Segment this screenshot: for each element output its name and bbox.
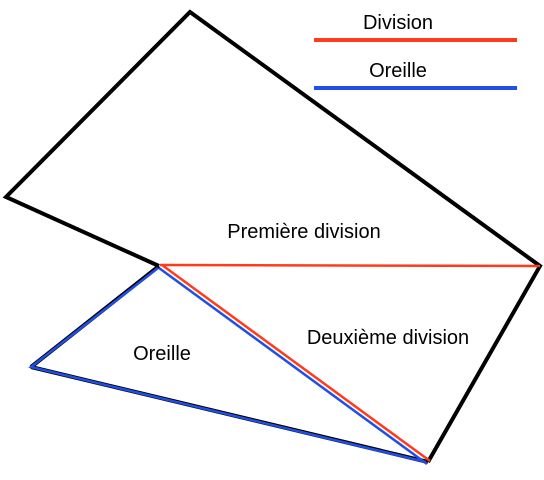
first-division-line xyxy=(159,263,541,268)
label-second-division: Deuxième division xyxy=(307,327,469,349)
ear-edges xyxy=(28,267,427,464)
legend: Division Oreille xyxy=(314,12,517,90)
label-ear: Oreille xyxy=(133,343,191,365)
ear-diagonal-edge xyxy=(158,266,428,466)
outline-upper xyxy=(2,9,543,463)
label-first-division: Première division xyxy=(227,221,380,243)
legend-label-division: Division xyxy=(363,12,433,34)
second-division-line xyxy=(161,263,431,463)
ear-outline xyxy=(28,266,428,466)
legend-label-oreille: Oreille xyxy=(369,60,427,82)
